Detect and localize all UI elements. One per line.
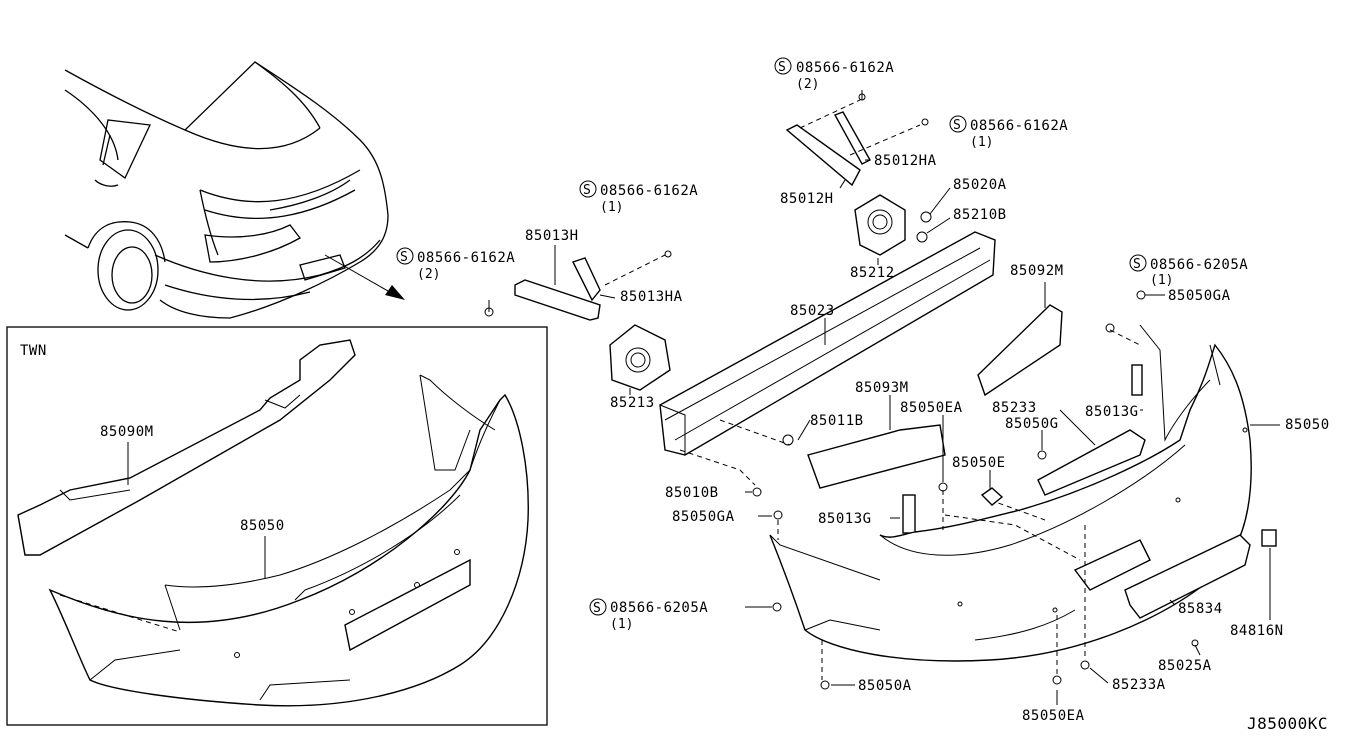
label-p6: 85210B — [953, 207, 1007, 223]
label-p25: 85010B — [665, 485, 719, 501]
svg-text:S: S — [583, 183, 591, 198]
label-p17: 85093M — [855, 380, 909, 396]
label-p9: 85013H — [525, 228, 579, 244]
label-t1: 85090M — [100, 424, 154, 440]
label-p31: 85025A — [1158, 658, 1212, 674]
label-p21: 85011B — [810, 413, 864, 429]
svg-text:S: S — [400, 250, 408, 265]
label-p33: 85050A — [858, 678, 912, 694]
label-p10: 08566-6162A — [417, 250, 515, 266]
twn-inset: TWN 85090M 85050 — [6, 326, 548, 726]
label-p23: 85050 — [1285, 417, 1330, 433]
svg-text:S: S — [593, 601, 601, 616]
label-p12: 85213 — [610, 395, 655, 411]
label-p8: 08566-6162A — [600, 183, 698, 199]
label-p13: 85023 — [790, 303, 835, 319]
diagram-code: J85000KC — [1247, 714, 1328, 733]
label-p15: 08566-6205A — [1150, 257, 1248, 273]
label-p19: 85233 — [992, 400, 1037, 416]
leader-lines — [554, 159, 1280, 705]
label-p22: 85050G — [1005, 416, 1059, 432]
part-labels: S 08566-6162A (2) S 08566-6162A (1) 8501… — [396, 57, 1330, 733]
label-p34: 85050EA — [1022, 708, 1085, 724]
svg-text:S: S — [1133, 257, 1141, 272]
label-p8-qty: (1) — [600, 200, 623, 215]
label-p2: 08566-6162A — [970, 118, 1068, 134]
label-p3: 85012HA — [874, 153, 937, 169]
label-p20: 85013G — [1085, 404, 1139, 420]
label-p2-qty: (1) — [970, 135, 993, 150]
label-p24: 85050E — [952, 455, 1006, 471]
label-t2: 85050 — [240, 518, 285, 534]
label-p14: 85092M — [1010, 263, 1064, 279]
inset-title: TWN — [20, 343, 47, 359]
label-p28: 08566-6205A — [610, 600, 708, 616]
label-p10-qty: (2) — [417, 267, 440, 282]
energy-absorbers — [807, 304, 1146, 534]
label-p5: 85020A — [953, 177, 1007, 193]
label-p16: 85050GA — [1168, 288, 1231, 304]
label-p1-qty: (2) — [796, 77, 819, 92]
label-p1: 08566-6162A — [796, 60, 894, 76]
vehicle-rear-view — [64, 61, 405, 319]
label-p7: 85212 — [850, 265, 895, 281]
label-p27: 85013G — [818, 511, 872, 527]
label-p11: 85013HA — [620, 289, 683, 305]
label-p15-qty: (1) — [1150, 273, 1173, 288]
reinforcement-beam — [659, 231, 996, 497]
main-bumper-fascia — [769, 290, 1277, 690]
label-p26: 85050GA — [672, 509, 735, 525]
label-p32: 85233A — [1112, 677, 1166, 693]
upper-brackets — [484, 90, 932, 391]
label-p4: 85012H — [780, 191, 834, 207]
label-p18: 85050EA — [900, 400, 963, 416]
label-p28-qty: (1) — [610, 617, 633, 632]
svg-text:S: S — [778, 60, 786, 75]
label-p30: 84816N — [1230, 623, 1284, 639]
svg-text:S: S — [953, 118, 961, 133]
label-p29: 85834 — [1178, 601, 1223, 617]
